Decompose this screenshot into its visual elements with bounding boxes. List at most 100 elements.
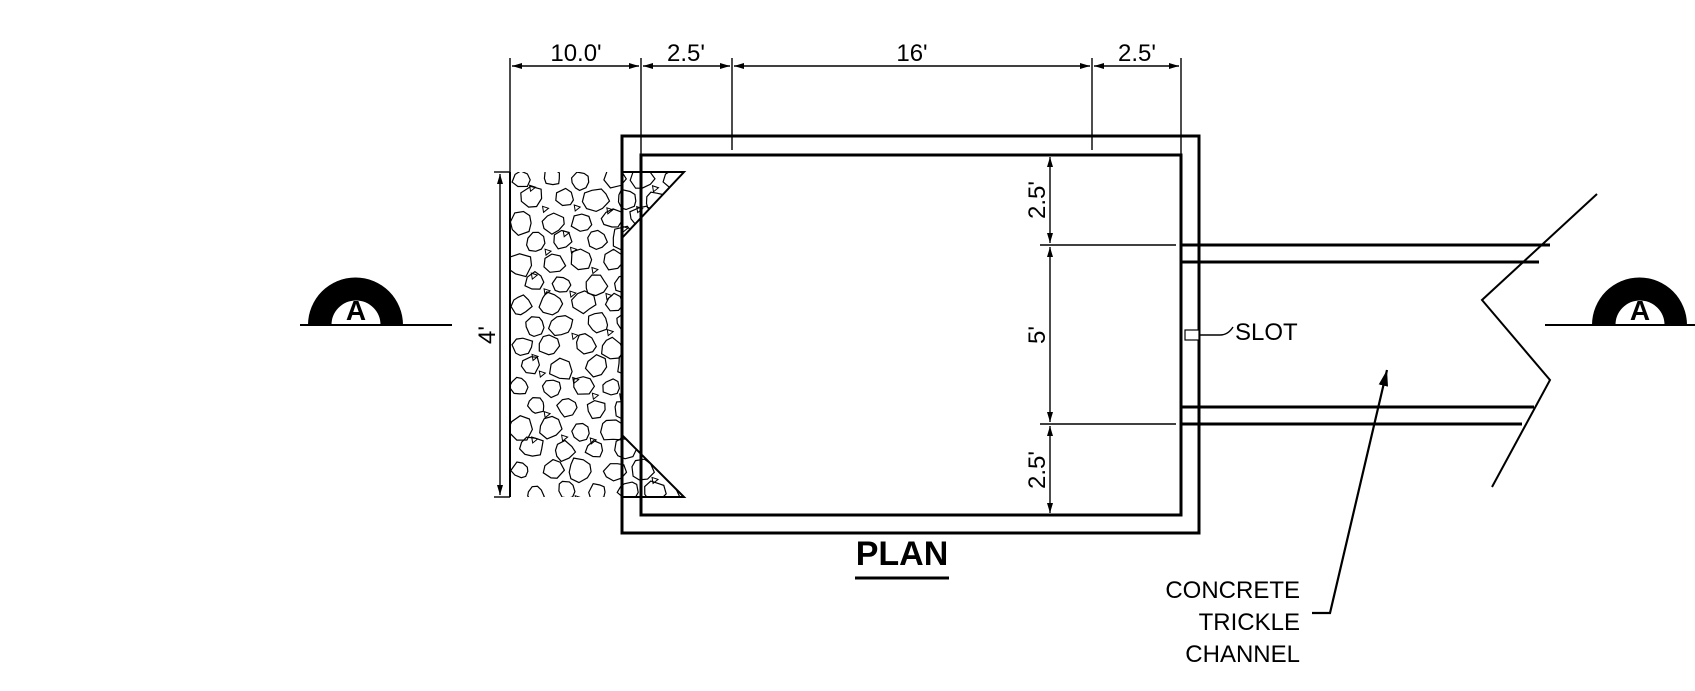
- riprap-chip: [606, 207, 614, 215]
- riprap-rock: [600, 208, 624, 228]
- riprap-rock: [511, 172, 531, 188]
- dim-riprap-length: 10.0': [550, 40, 601, 67]
- riprap-rock: [587, 229, 609, 251]
- riprap-rock: [543, 253, 567, 273]
- riprap-rock: [676, 395, 684, 419]
- riprap-rock: [575, 333, 597, 355]
- riprap-chip: [538, 370, 547, 378]
- section-marker-right-label: A: [1630, 295, 1650, 326]
- dim-wall-left: 2.5': [667, 40, 705, 67]
- riprap-chip: [544, 248, 553, 257]
- riprap-rock: [570, 290, 597, 315]
- riprap-rock: [678, 193, 684, 212]
- riprap-chip: [692, 454, 698, 460]
- riprap-rock: [666, 461, 684, 480]
- riprap-rock: [661, 297, 684, 319]
- riprap-rock: [616, 313, 640, 333]
- riprap-rock: [543, 172, 561, 186]
- riprap-rock: [510, 376, 529, 395]
- riprap-rock: [617, 188, 637, 211]
- riprap-rock: [633, 252, 659, 277]
- riprap-rock: [510, 253, 533, 278]
- riprap-rock: [587, 312, 609, 334]
- riprap-rock: [573, 376, 596, 395]
- riprap-rock: [525, 316, 545, 338]
- riprap-rock: [570, 248, 593, 271]
- riprap-chip: [591, 266, 599, 275]
- riprap-rock: [614, 438, 638, 460]
- callout-line-2: TRICKLE: [1199, 609, 1300, 636]
- riprap-rock: [664, 416, 684, 438]
- riprap-rock: [551, 276, 572, 293]
- riprap-rock: [570, 172, 590, 192]
- riprap-rock: [511, 337, 534, 357]
- riprap-rock: [677, 312, 684, 336]
- slot: SLOT: [1184, 319, 1298, 346]
- riprap-chip: [649, 394, 657, 402]
- riprap-rock: [646, 234, 665, 253]
- callout-line-3: CHANNEL: [1185, 641, 1300, 668]
- trickle-channel: [1181, 193, 1598, 488]
- riprap-chip: [622, 267, 631, 275]
- riprap-rock: [663, 333, 682, 352]
- riprap-rock: [673, 274, 684, 295]
- riprap-rock: [554, 439, 577, 463]
- callout-line-1: CONCRETE: [1165, 577, 1300, 604]
- riprap-rock: [581, 188, 611, 213]
- riprap-rock: [645, 274, 670, 296]
- riprap-apron: [509, 171, 698, 498]
- riprap-rock: [555, 187, 575, 207]
- riprap-rock: [600, 336, 624, 360]
- dim-middle: 16': [896, 40, 927, 67]
- riprap-rock: [526, 396, 545, 414]
- riprap-rock: [538, 291, 564, 316]
- riprap-rock: [510, 461, 529, 479]
- riprap-rock: [588, 483, 606, 497]
- riprap-rock: [542, 458, 566, 479]
- riprap-chip: [543, 410, 552, 419]
- riprap-rock-hatch: [510, 172, 698, 497]
- riprap-rock: [635, 417, 654, 437]
- riprap-rock: [603, 248, 626, 271]
- riprap-rock: [524, 270, 545, 290]
- riprap-chip: [651, 185, 660, 193]
- riprap-rock: [584, 354, 608, 378]
- riprap-rock: [568, 457, 592, 484]
- riprap-rock: [539, 415, 563, 440]
- riprap-chip: [569, 290, 577, 299]
- riprap-rock: [679, 232, 684, 252]
- riprap-chip: [589, 437, 598, 445]
- riprap-chip: [622, 308, 630, 316]
- riprap-rock: [641, 398, 666, 418]
- riprap-chip: [662, 249, 671, 258]
- riprap-rock: [644, 480, 667, 497]
- riprap-rock: [664, 208, 684, 226]
- riprap-rock: [548, 357, 573, 380]
- riprap-chip: [573, 204, 582, 212]
- riprap-width-dimension: 4': [474, 171, 510, 498]
- riprap-rock: [510, 210, 532, 236]
- riprap-rock: [585, 274, 609, 297]
- riprap-chip: [606, 328, 615, 337]
- riprap-rock: [570, 213, 593, 232]
- riprap-rock: [541, 379, 562, 399]
- riprap-chip: [560, 434, 569, 442]
- page-title: PLAN: [856, 535, 949, 573]
- riprap-rock: [616, 481, 639, 497]
- riprap-rock: [665, 252, 684, 275]
- riprap-rock: [571, 422, 590, 442]
- riprap-rock: [538, 334, 561, 356]
- riprap-rock: [599, 419, 625, 441]
- dim-upper-side: 2.5': [1024, 181, 1051, 219]
- riprap-chip: [530, 272, 539, 281]
- dim-channel-width: 5': [1024, 326, 1051, 344]
- riprap-rock: [647, 313, 667, 332]
- dim-wall-right: 2.5': [1118, 40, 1156, 67]
- riprap-rock: [556, 397, 578, 418]
- riprap-rock: [510, 415, 534, 441]
- dim-riprap-width: 4': [474, 326, 501, 344]
- riprap-chip: [652, 306, 660, 315]
- riprap-rock: [584, 439, 604, 458]
- riprap-rock: [635, 293, 655, 312]
- inner-wall-outline: [639, 153, 1183, 517]
